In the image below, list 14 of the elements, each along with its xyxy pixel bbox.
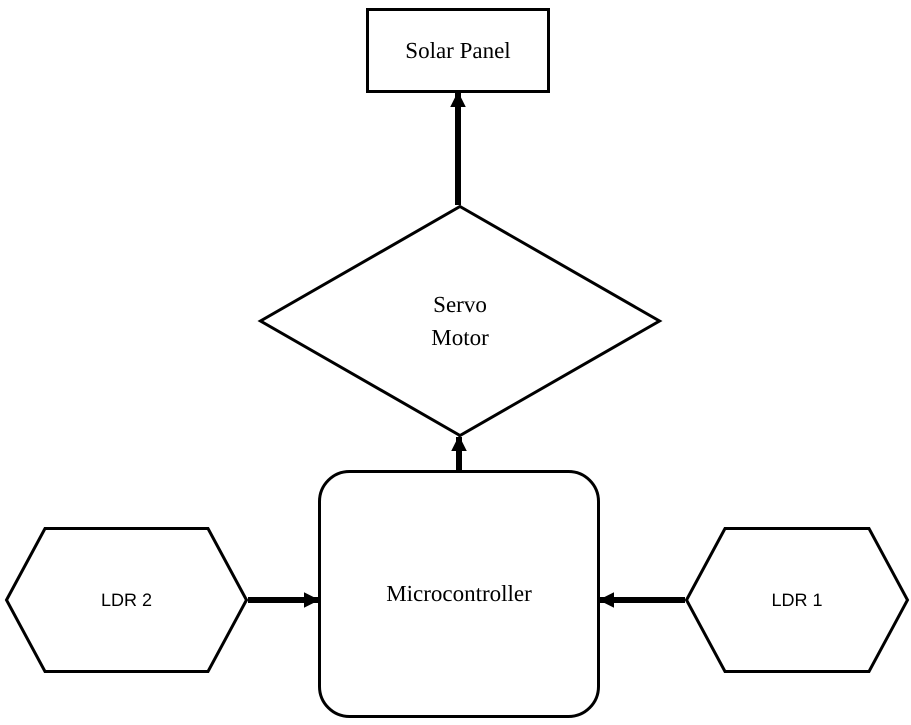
process-box [366, 8, 550, 93]
process-box [318, 470, 600, 718]
node-label: Solar Panel [405, 36, 511, 65]
node-label: Servo Motor [430, 290, 490, 352]
hexagon-shape [685, 527, 909, 673]
node-label: LDR 1 [771, 590, 823, 610]
arrow [450, 91, 466, 205]
arrow [248, 592, 320, 608]
hexagon-shape [5, 527, 248, 673]
arrow [598, 592, 685, 608]
node-label: Microcontroller [386, 580, 532, 608]
decision-diamond [259, 205, 661, 437]
node-label: LDR 2 [100, 590, 152, 610]
arrow [451, 435, 467, 470]
